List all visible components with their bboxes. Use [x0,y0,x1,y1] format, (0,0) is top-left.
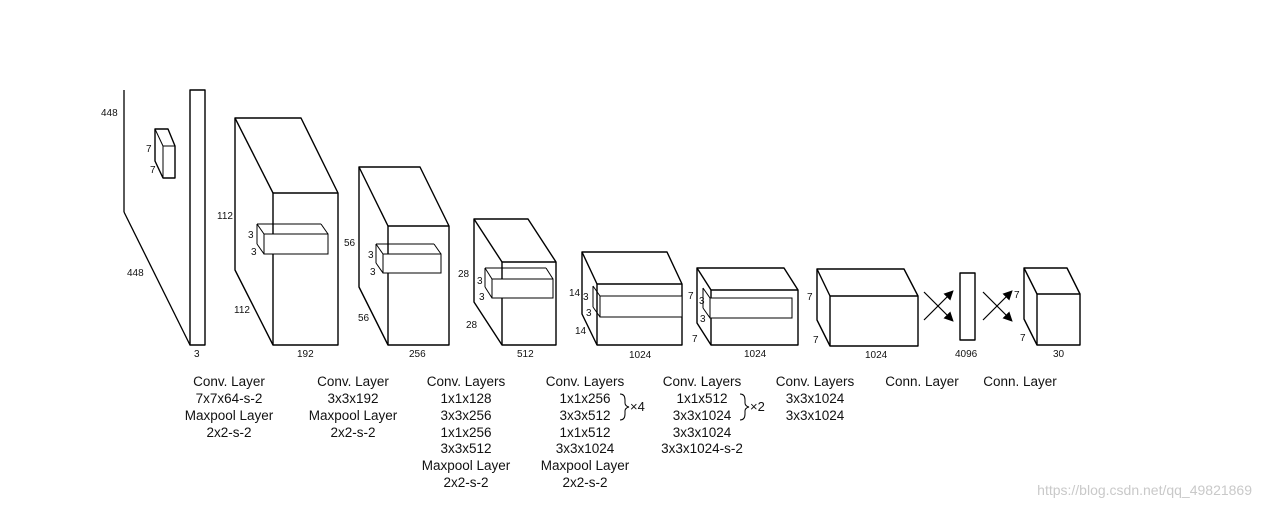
dim-label: 7 [688,291,694,302]
dim-label: 7 [807,292,813,303]
svg-text:7x7x64-s-2: 7x7x64-s-2 [196,391,263,406]
kernel-label: 3 [248,230,254,241]
svg-text:2x2-s-2: 2x2-s-2 [330,425,375,440]
layer-block [696,267,799,346]
caption-layer-3: Conv. Layers 1x1x256 3x3x512 1x1x512 3x3… [541,374,645,490]
dim-label: 3 [194,349,200,360]
input-block [123,88,206,346]
svg-text:3x3x512: 3x3x512 [440,441,491,456]
kernel-label: 3 [251,247,257,258]
output-block [1023,267,1081,346]
dim-label: 4096 [955,349,978,360]
kernel-label: 3 [368,250,374,261]
svg-text:1x1x256: 1x1x256 [440,425,491,440]
svg-text:3x3x1024: 3x3x1024 [786,408,845,423]
svg-text:Conv. Layers: Conv. Layers [663,374,742,389]
dim-label: 30 [1053,349,1065,360]
repeat-multiplier: ×4 [630,399,645,414]
svg-text:3x3x1024: 3x3x1024 [556,441,615,456]
watermark: https://blog.csdn.net/qq_49821869 [1037,482,1252,498]
dim-label: 56 [344,238,356,249]
layer-block [816,268,919,347]
dim-label: 1024 [865,350,888,361]
dim-label: 112 [217,211,233,222]
svg-text:3x3x512: 3x3x512 [559,408,610,423]
svg-text:Conv. Layer: Conv. Layer [317,374,389,389]
kernel-label: 3 [477,276,483,287]
kernel-label: 3 [699,296,705,307]
kernel-label: 3 [700,314,706,325]
svg-text:3x3x1024: 3x3x1024 [673,425,732,440]
caption-layer-2: Conv. Layers 1x1x128 3x3x256 1x1x256 3x3… [422,374,511,490]
svg-text:Conn. Layer: Conn. Layer [983,374,1057,389]
svg-text:1x1x512: 1x1x512 [676,391,727,406]
dim-label: 14 [575,326,587,337]
repeat-multiplier: ×2 [750,399,765,414]
fc-connection-arrows [982,290,1013,322]
caption-layer-6: Conn. Layer [885,374,959,389]
svg-text:3x3x1024-s-2: 3x3x1024-s-2 [661,441,743,456]
svg-text:3x3x1024: 3x3x1024 [786,391,845,406]
kernel-label: 7 [146,144,152,155]
caption-layer-1: Conv. Layer 3x3x192 Maxpool Layer 2x2-s-… [309,374,398,440]
fc-connection-arrows [923,290,954,322]
kernel-label: 3 [583,292,589,303]
kernel-label: 3 [479,292,485,303]
dim-label: 56 [358,313,370,324]
dim-label: 112 [234,305,250,316]
svg-text:Conv. Layers: Conv. Layers [427,374,506,389]
svg-text:1x1x128: 1x1x128 [440,391,491,406]
dim-label: 1024 [629,350,652,361]
svg-text:2x2-s-2: 2x2-s-2 [206,425,251,440]
dim-label: 256 [409,349,426,360]
layer-block [581,251,683,346]
dim-label: 192 [297,349,314,360]
svg-text:1x1x256: 1x1x256 [559,391,610,406]
dim-label: 28 [458,269,470,280]
svg-text:2x2-s-2: 2x2-s-2 [562,475,607,490]
svg-text:Conn. Layer: Conn. Layer [885,374,959,389]
svg-text:3x3x192: 3x3x192 [327,391,378,406]
layer-block [234,117,339,346]
dim-label: 1024 [744,349,767,360]
svg-text:Maxpool Layer: Maxpool Layer [185,408,274,423]
svg-text:Conv. Layers: Conv. Layers [776,374,855,389]
caption-layer-0: Conv. Layer 7x7x64-s-2 Maxpool Layer 2x2… [185,374,274,440]
dim-label: 28 [466,320,478,331]
svg-text:2x2-s-2: 2x2-s-2 [443,475,488,490]
caption-layer-4: Conv. Layers 1x1x512 3x3x1024 3x3x1024 3… [661,374,765,456]
dim-label: 448 [101,108,118,119]
svg-text:Conv. Layer: Conv. Layer [193,374,265,389]
svg-text:Maxpool Layer: Maxpool Layer [422,458,511,473]
svg-text:Maxpool Layer: Maxpool Layer [309,408,398,423]
caption-layer-5: Conv. Layers 3x3x1024 3x3x1024 [776,374,855,423]
dim-label: 512 [517,349,534,360]
svg-text:Maxpool Layer: Maxpool Layer [541,458,630,473]
dim-label: 7 [692,334,698,345]
layer-block [473,218,557,346]
caption-layer-7: Conn. Layer [983,374,1057,389]
kernel-label: 7 [150,165,156,176]
svg-text:Conv. Layers: Conv. Layers [546,374,625,389]
dim-label: 7 [1020,333,1026,344]
layer-block [358,166,450,346]
dim-label: 7 [1014,290,1020,301]
dim-label: 14 [569,288,581,299]
svg-text:1x1x512: 1x1x512 [559,425,610,440]
kernel-label: 3 [586,308,592,319]
kernel-label: 3 [370,267,376,278]
dim-label: 448 [127,268,144,279]
svg-text:3x3x1024: 3x3x1024 [673,408,732,423]
svg-text:3x3x256: 3x3x256 [440,408,491,423]
fc-vector [959,272,976,341]
repeat-brace [619,393,630,421]
repeat-brace [739,393,750,421]
dim-label: 7 [813,335,819,346]
